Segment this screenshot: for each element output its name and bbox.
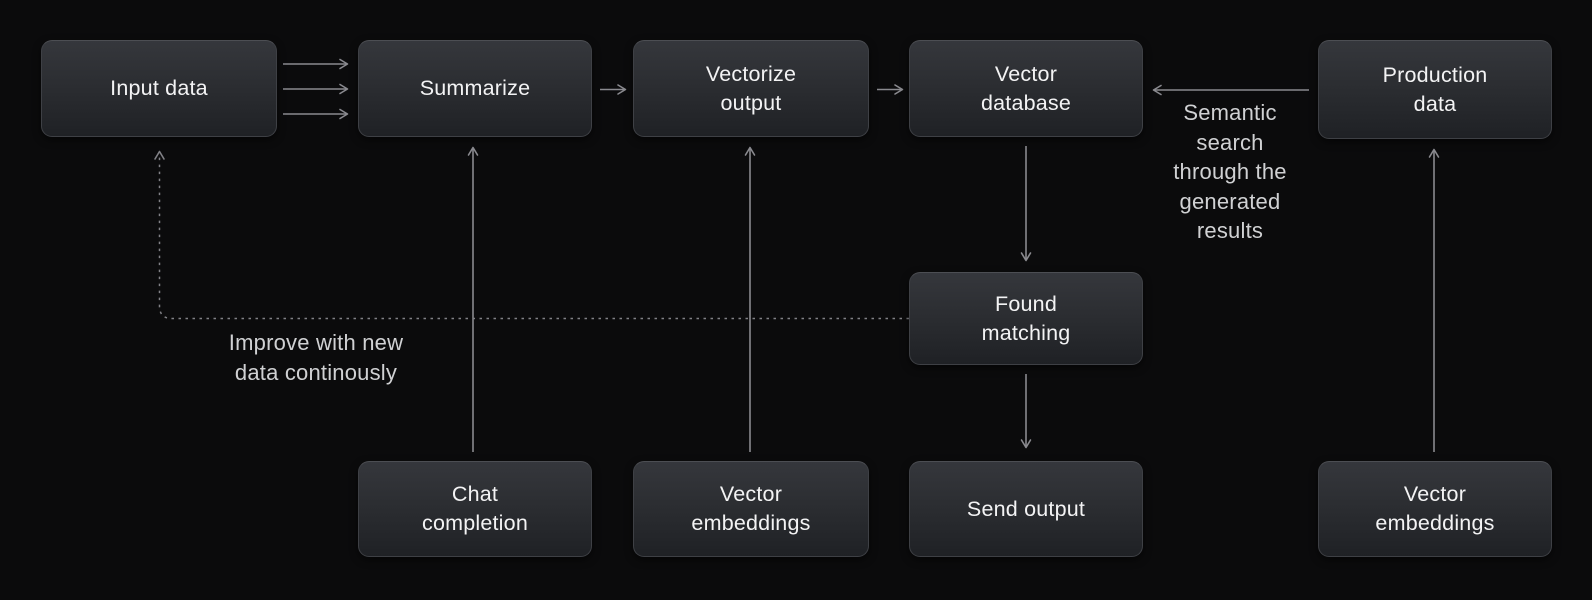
node-found-matching: Found matching — [909, 272, 1143, 365]
node-vector-embeddings-left: Vector embeddings — [633, 461, 869, 557]
node-vectorize-output: Vectorize output — [633, 40, 869, 137]
label-improve-loop: Improve with new data continously — [228, 330, 404, 385]
node-summarize: Summarize — [358, 40, 592, 137]
node-send-output: Send output — [909, 461, 1143, 557]
node-chat-completion: Chat completion — [358, 461, 592, 557]
node-input-data: Input data — [41, 40, 277, 137]
label-semantic-search: Semantic search through the generated re… — [1173, 100, 1287, 243]
arrow-found-to-input-dashed — [154, 150, 909, 320]
node-production-data: Production data — [1318, 40, 1552, 139]
node-vector-embeddings-right: Vector embeddings — [1318, 461, 1552, 557]
node-vector-database: Vector database — [909, 40, 1143, 137]
